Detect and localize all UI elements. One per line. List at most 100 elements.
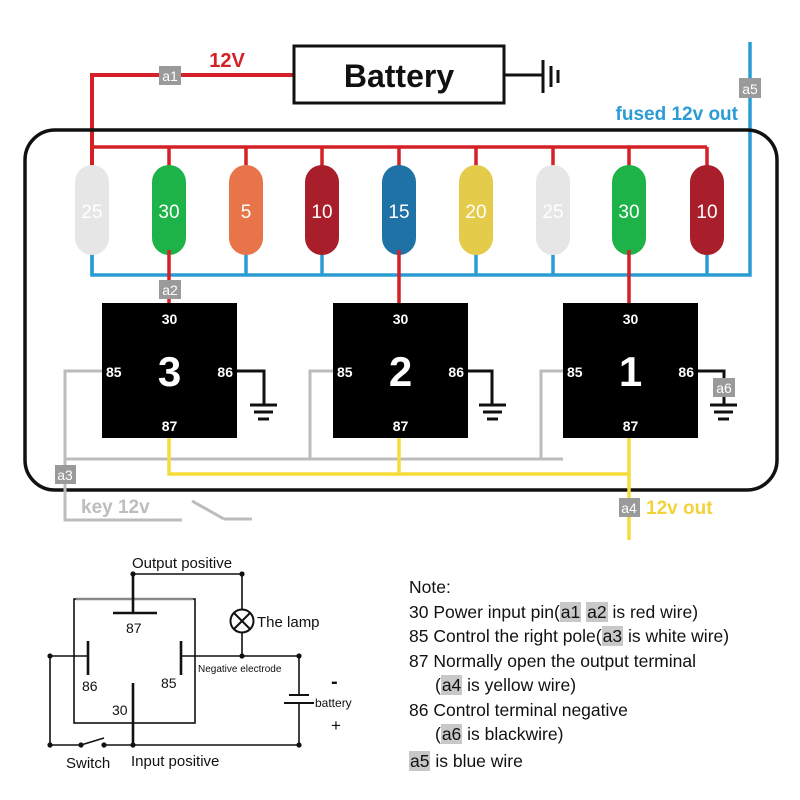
note-pin-86: 86 Control terminal negative (409, 699, 628, 720)
notes-title: Note: (409, 577, 451, 597)
relay-body (563, 303, 698, 438)
notes-panel: Note: 30 Power input pin(a1 a2 is red wi… (409, 575, 729, 773)
fuse-body (75, 165, 109, 255)
fuse-rating: 25 (81, 202, 102, 223)
battery-label-small: battery (315, 696, 352, 710)
note-pin-30: 30 Power input pin(a1 a2 is red wire) (409, 601, 699, 622)
relay-pin-86: 86 (678, 364, 694, 380)
fuse-body (382, 165, 416, 255)
schematic-pin-30: 30 (112, 702, 128, 718)
tag-a3: a3 (55, 465, 76, 484)
svg-text:a4: a4 (621, 500, 637, 516)
relay-pin-86: 86 (217, 364, 233, 380)
battery-box: Battery (292, 44, 506, 105)
svg-text:a1: a1 (162, 68, 178, 84)
fuse-body (690, 165, 724, 255)
yellow-output-bus (167, 438, 629, 476)
fuse[interactable]: 10 (305, 165, 339, 255)
red-supply-wire (90, 73, 293, 165)
output-positive-label: Output positive (132, 555, 232, 572)
tag-a5: a5 (739, 78, 761, 98)
relay-pin-85: 85 (567, 364, 583, 380)
relay-pin-85: 85 (337, 364, 353, 380)
schematic-junction-dots (47, 571, 302, 748)
svg-text:a2: a2 (162, 282, 178, 298)
fuse-body (229, 165, 263, 255)
fuse[interactable]: 5 (229, 165, 263, 255)
fuse-body (459, 165, 493, 255)
svg-text:a3: a3 (57, 467, 73, 483)
switch-label: Switch (66, 755, 110, 772)
relay2-ground-icon (468, 369, 506, 421)
fuse-rating: 10 (696, 202, 717, 223)
output-12v-label: 12v out (646, 498, 713, 519)
fuse-rating: 25 (542, 202, 563, 223)
fuse[interactable]: 25 (536, 165, 570, 255)
relay-body (102, 303, 237, 438)
lamp-icon (229, 608, 255, 634)
svg-text:a5: a5 (742, 81, 758, 97)
relay-number: 2 (389, 348, 412, 395)
tag-a2: a2 (159, 280, 181, 299)
fuse[interactable]: 30 (152, 165, 186, 255)
note-pin-87: 87 Normally open the output terminal (409, 650, 696, 671)
fuse-rating: 30 (158, 202, 179, 223)
tag-a6: a6 (713, 378, 735, 397)
battery-plus-label: + (331, 716, 341, 735)
battery-minus-label: - (331, 671, 338, 693)
fuse-body (536, 165, 570, 255)
relay-3: 30 85 86 87 3 (102, 303, 237, 438)
tag-a4: a4 (619, 498, 640, 517)
gray-key-wire (63, 369, 182, 522)
gray-wire-relay2 (308, 369, 333, 459)
fuse-rating: 15 (388, 202, 409, 223)
relay-pin-30: 30 (623, 311, 639, 327)
fuse-box-enclosure (23, 128, 779, 492)
tag-a1: a1 (159, 66, 181, 85)
relay-schematic (49, 573, 314, 746)
supply-voltage-label: 12V (209, 50, 245, 72)
fuse[interactable]: 15 (382, 165, 416, 255)
fuse[interactable]: 30 (612, 165, 646, 255)
relay-pin-87: 87 (162, 418, 178, 434)
schematic-pin-87: 87 (126, 620, 142, 636)
relay-1: 30 85 86 87 1 (563, 303, 698, 438)
relay-body (333, 303, 468, 438)
fuse-rating: 30 (618, 202, 639, 223)
relay-pin-30: 30 (162, 311, 178, 327)
schematic-pin-85: 85 (161, 675, 177, 691)
battery-label: Battery (344, 58, 454, 94)
fuse-rating: 5 (241, 202, 252, 223)
key-switch-icon (191, 499, 252, 521)
relay-number: 3 (158, 348, 181, 395)
input-positive-label: Input positive (131, 753, 219, 770)
fuse[interactable]: 20 (459, 165, 493, 255)
fuse-rating: 20 (465, 202, 486, 223)
note-pin-85: 85 Control the right pole(a3 is white wi… (409, 626, 730, 646)
relay-pin-87: 87 (623, 418, 639, 434)
lamp-label: The lamp (257, 614, 320, 631)
relay-pin-30: 30 (393, 311, 409, 327)
note-pin-86-detail: (a6 is blackwire) (435, 724, 564, 744)
note-a5: a5 is blue wire (409, 750, 523, 771)
relay-number: 1 (619, 348, 642, 395)
fuse[interactable]: 10 (690, 165, 724, 255)
relay-pin-85: 85 (106, 364, 122, 380)
relay-pin-87: 87 (393, 418, 409, 434)
fuse[interactable]: 25 (75, 165, 109, 255)
fuse-body (305, 165, 339, 255)
gray-wire-relay1 (539, 369, 563, 459)
battery-ground-icon (504, 60, 560, 93)
schematic-pin-86: 86 (82, 678, 98, 694)
svg-text:a6: a6 (716, 380, 732, 396)
note-pin-87-detail: (a4 is yellow wire) (435, 675, 577, 695)
key-12v-label: key 12v (81, 497, 150, 518)
relay3-ground-icon (237, 369, 277, 421)
fuse-body (612, 165, 646, 255)
fused-out-label: fused 12v out (616, 104, 739, 125)
negative-electrode-label: Negative electrode (198, 664, 282, 675)
fuse-body (152, 165, 186, 255)
fuse-rating: 10 (311, 202, 332, 223)
